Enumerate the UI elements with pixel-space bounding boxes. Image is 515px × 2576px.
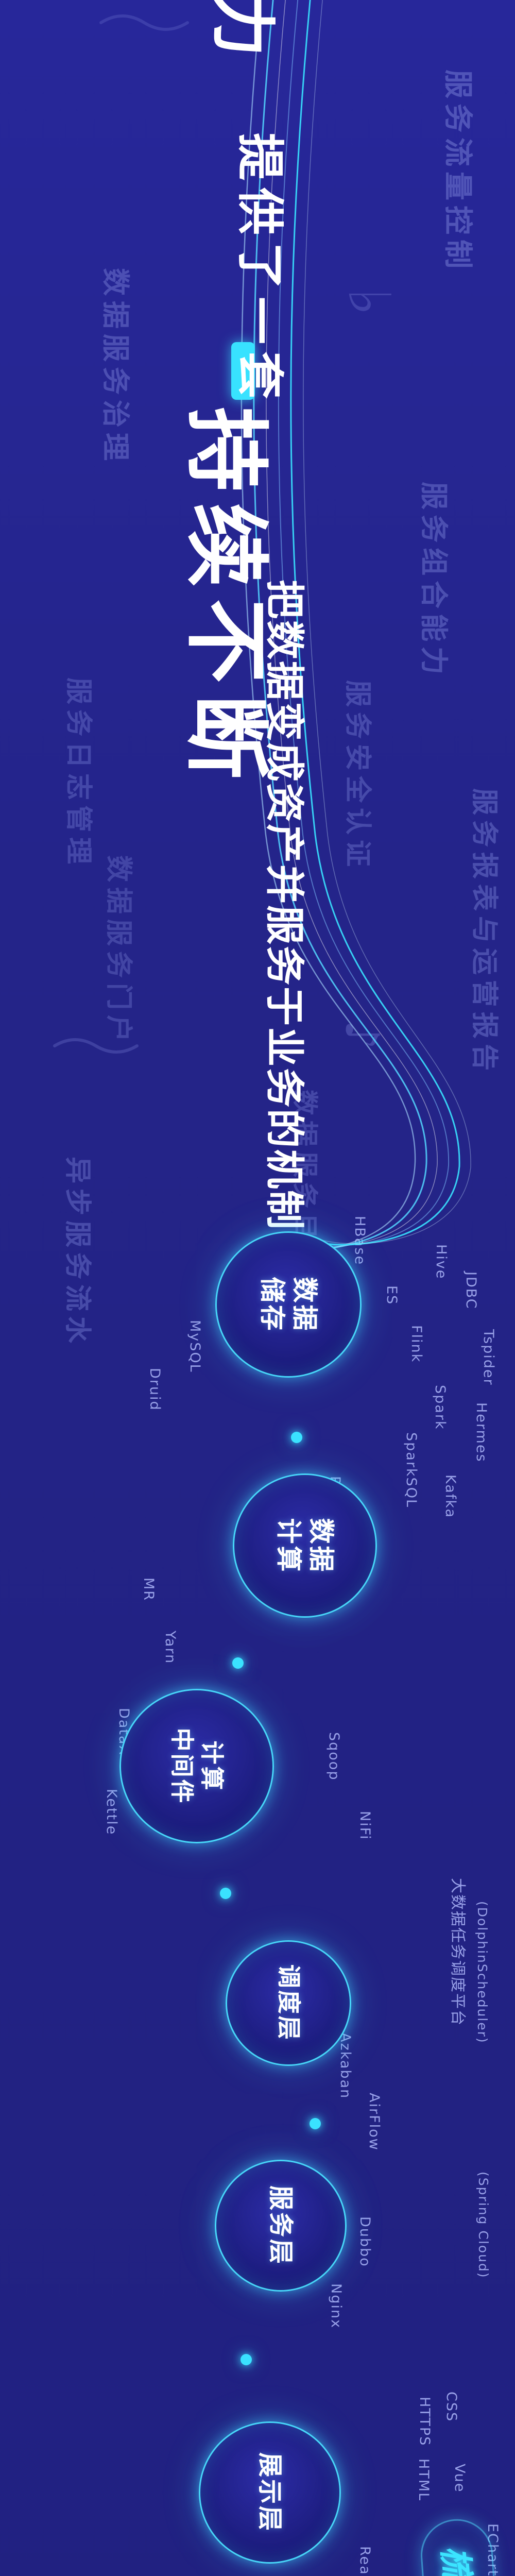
layer-circle-label: 数据计算 [274,1518,336,1573]
headline-highlight-mark [231,342,255,400]
flow-curve [303,0,471,1244]
flow-curve [241,0,416,1256]
squiggle-line [53,1038,139,1054]
layer-circle-display-layer: 展示层 [199,2421,341,2564]
headline-line-3: 持续不断 [177,407,275,791]
flow-dot [220,1888,231,1899]
flow-curve [266,0,438,1249]
squiggle-line [99,14,189,31]
flow-dot [232,1657,244,1669]
layer-circle-label: 数据储存 [258,1277,320,1332]
layer-circle-scheduling-layer: 调度层 [226,1940,351,2066]
flow-dot [241,2354,252,2365]
headline-line-1: 力 [204,0,280,57]
headline-line-2: 提供了一套 [232,133,287,406]
layer-circle-data-compute: 数据计算 [233,1473,377,1618]
layer-circle-label: 计算中间件 [168,1727,226,1805]
layer-circle-data-storage: 数据储存 [215,1231,362,1378]
layer-circle-service-layer: 服务层 [215,2160,347,2292]
layer-circle-label: 展示层 [255,2452,284,2533]
layer-circle-label: 服务层 [266,2185,295,2266]
headline-line-4: 把数据变成资产并服务于业务的机制 [262,580,307,1231]
flow-curve [253,0,427,1253]
flow-curve [278,0,450,1247]
flow-curve [290,0,460,1246]
layer-circle-compute-middleware: 计算中间件 [119,1689,274,1843]
flow-dot [291,1432,302,1443]
layer-circle-label: 调度层 [274,1964,303,2042]
flow-dot [310,2118,321,2129]
